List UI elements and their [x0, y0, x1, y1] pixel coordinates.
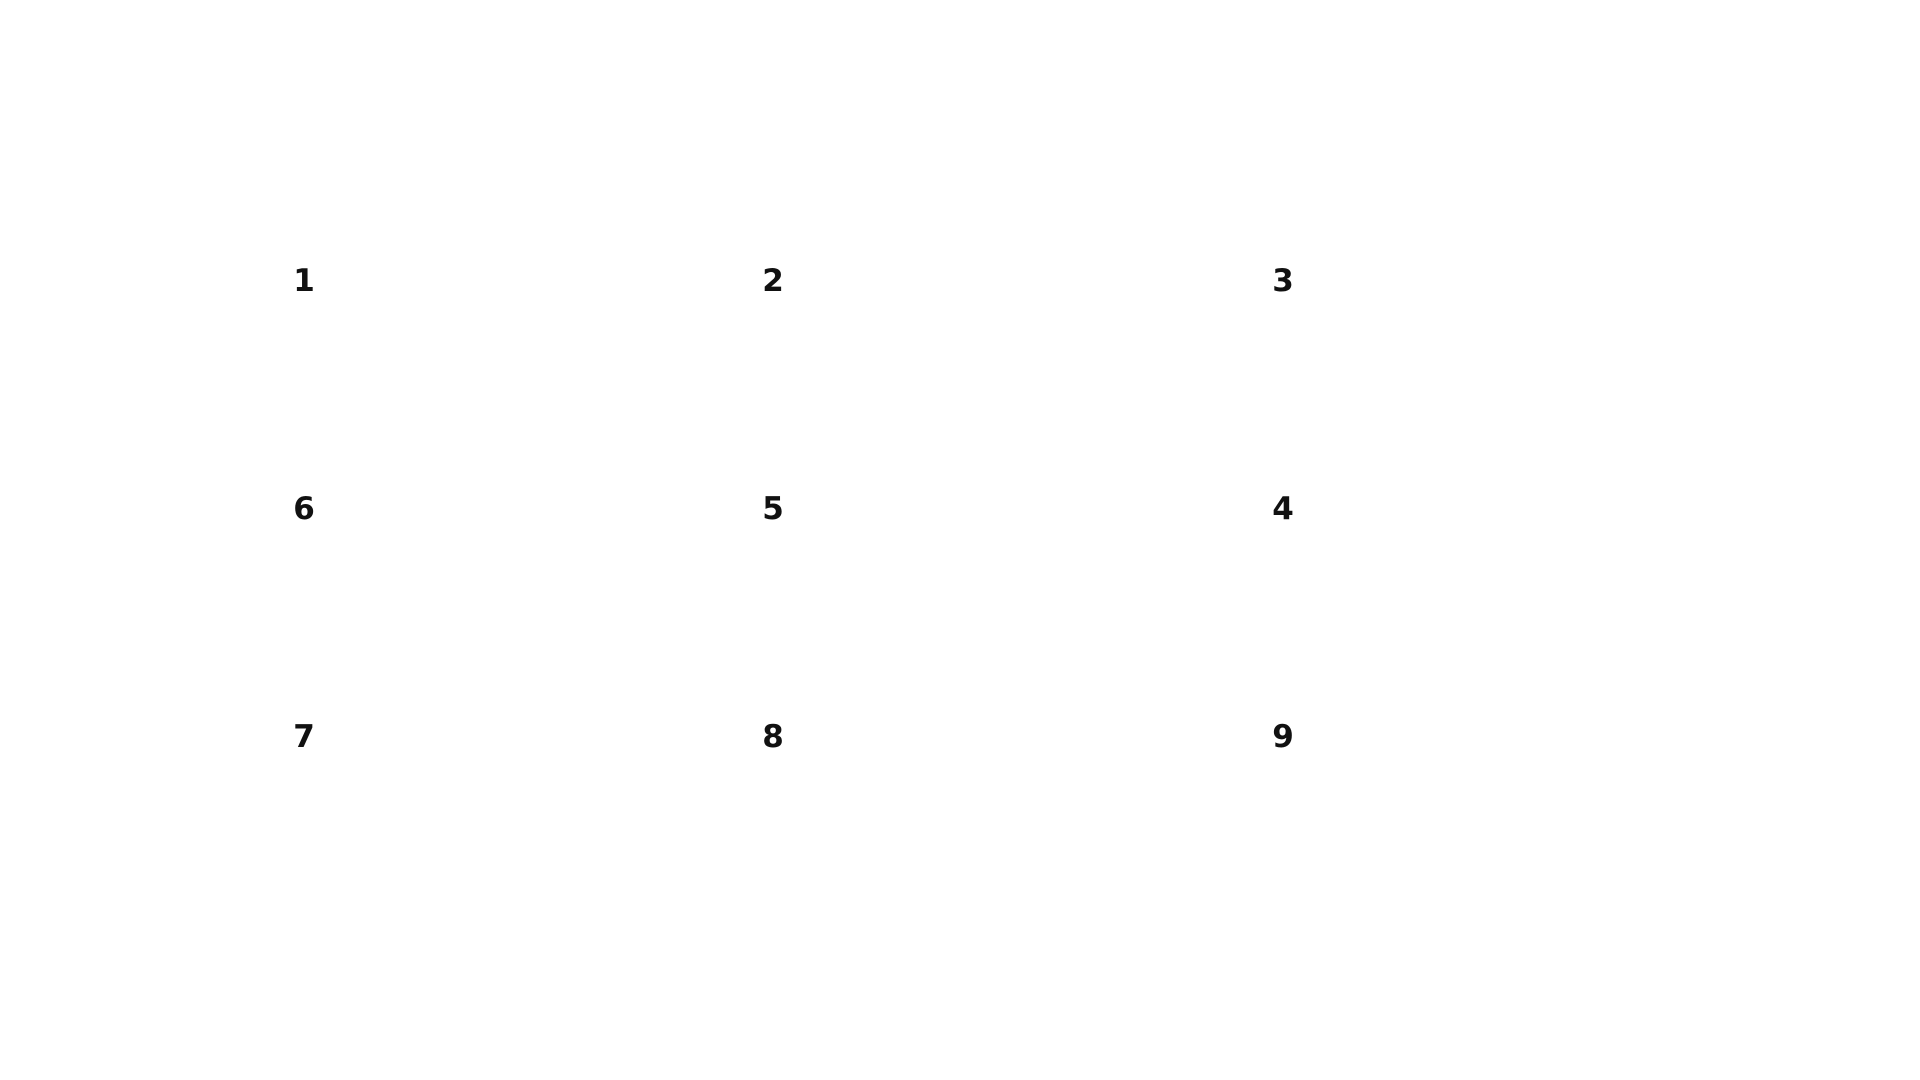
grid-number[interactable]: 6	[293, 490, 315, 527]
grid-number[interactable]: 3	[1272, 262, 1294, 299]
grid-number[interactable]: 2	[762, 262, 784, 299]
grid-number[interactable]: 7	[293, 718, 315, 755]
grid-number[interactable]: 8	[762, 718, 784, 755]
grid-number[interactable]: 9	[1272, 718, 1294, 755]
grid-number[interactable]: 4	[1272, 490, 1294, 527]
grid-number[interactable]: 1	[293, 262, 315, 299]
grid-number[interactable]: 5	[762, 490, 784, 527]
